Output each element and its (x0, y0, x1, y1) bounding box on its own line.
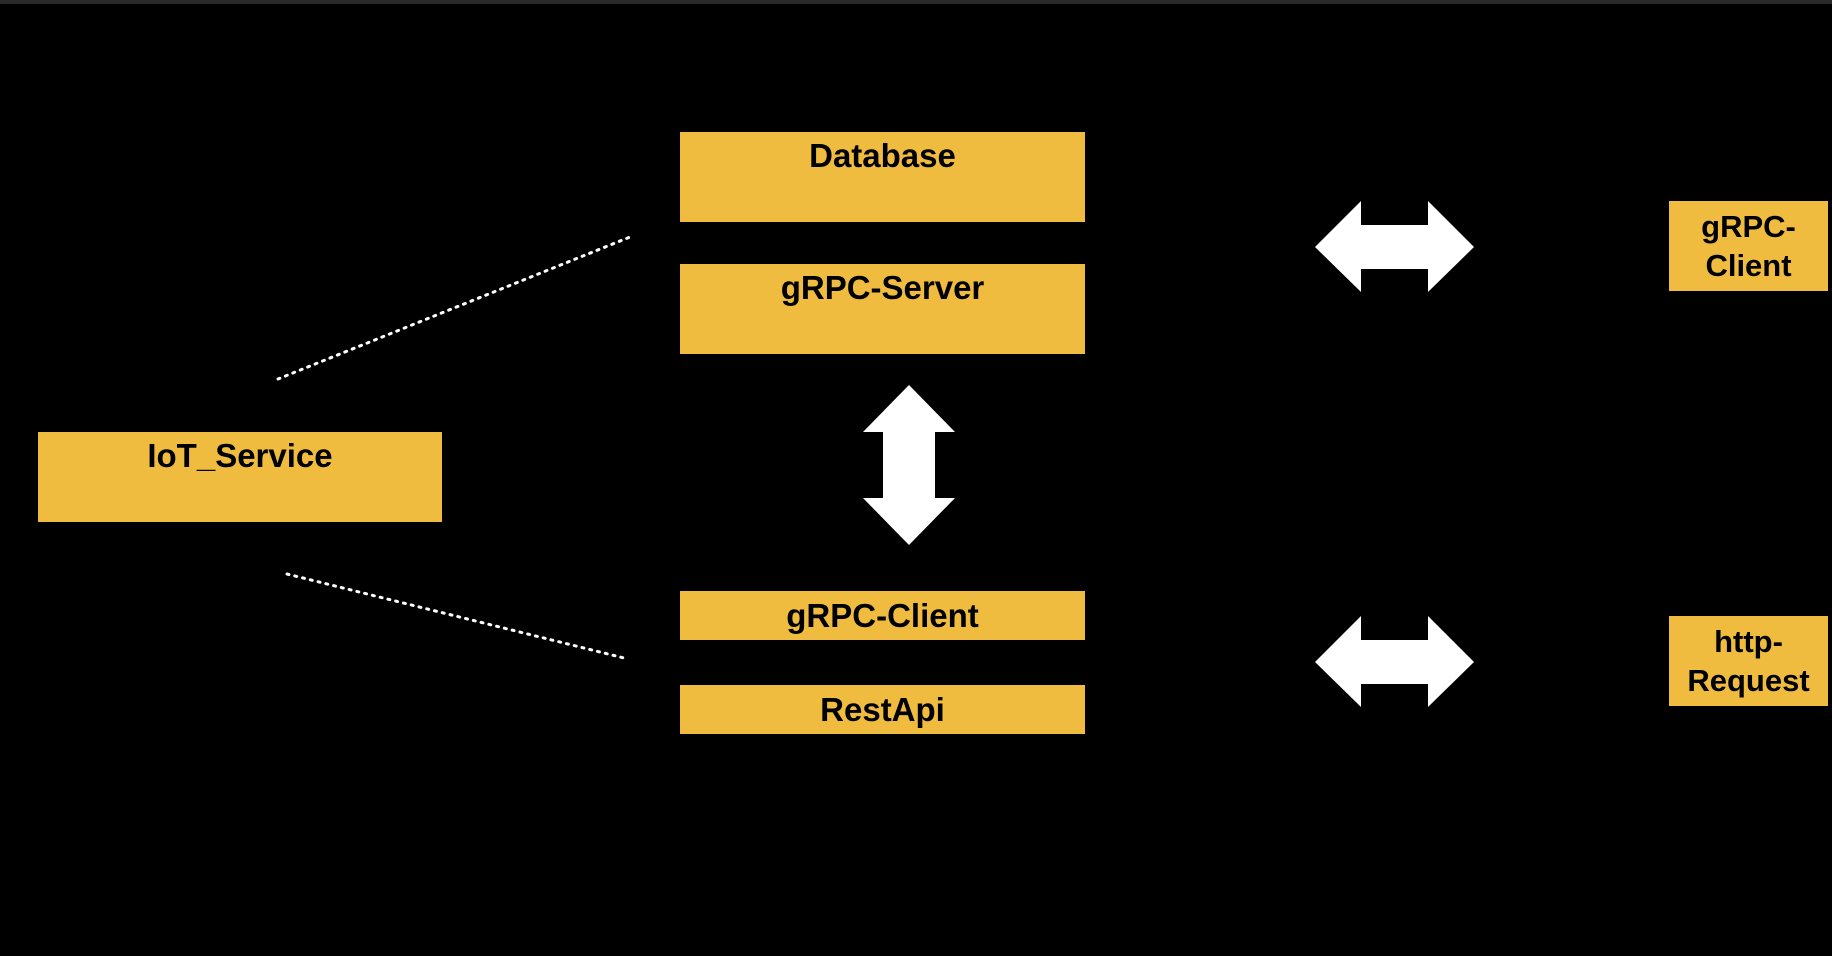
restapi-box: RestApi (680, 685, 1085, 734)
top-border (0, 0, 1832, 4)
vertical-double-arrow (863, 385, 955, 545)
iot-service-label: IoT_Service (147, 437, 333, 474)
iot-service-box: IoT_Service (38, 432, 442, 522)
database-label: Database (809, 137, 956, 174)
grpc-client-inner-label: gRPC-Client (786, 596, 979, 634)
grpc-client-inner-box: gRPC-Client (680, 591, 1085, 640)
grpc-client-external-label: gRPC- Client (1701, 209, 1796, 283)
restapi-label: RestApi (820, 690, 945, 728)
grpc-server-label: gRPC-Server (780, 269, 985, 306)
database-box: Database (680, 132, 1085, 222)
horizontal-double-arrow-bottom (1315, 616, 1474, 707)
grpc-server-box: gRPC-Server (680, 264, 1085, 354)
http-request-external-box: http- Request (1669, 616, 1828, 706)
dotted-connector-top (276, 235, 632, 381)
horizontal-double-arrow-top (1315, 201, 1474, 292)
dotted-connector-bottom (285, 572, 630, 661)
http-request-external-label: http- Request (1687, 624, 1810, 698)
grpc-client-external-box: gRPC- Client (1669, 201, 1828, 291)
